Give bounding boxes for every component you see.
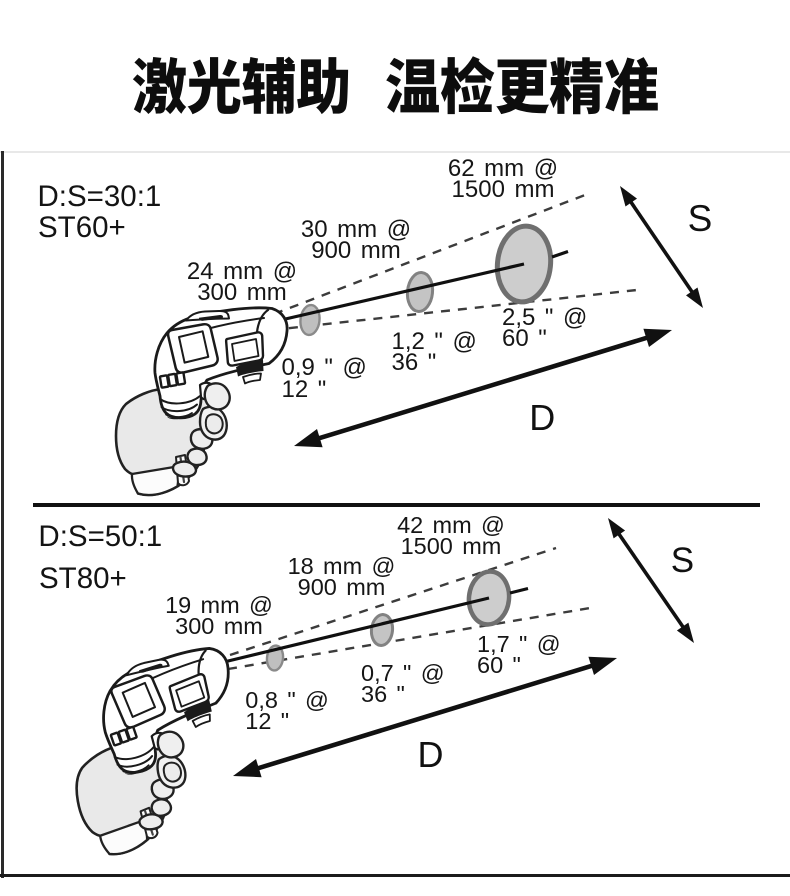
spot-size-label-imperial: 1,2 " @36 " bbox=[391, 327, 477, 377]
ratio-label-st60: D:S=30:1 bbox=[37, 179, 162, 213]
label-line1: 1,7 " @ bbox=[477, 631, 561, 658]
label-line1: 30 mm @ bbox=[300, 215, 412, 243]
panel-top-border bbox=[0, 151, 790, 153]
label-line1: 24 mm @ bbox=[186, 257, 298, 285]
distance-axis-label: D bbox=[417, 733, 444, 775]
label-line2: 12 " bbox=[281, 375, 327, 403]
label-line2: 300 mm bbox=[175, 613, 263, 640]
thermometer-gun bbox=[114, 306, 289, 497]
label-line2: 300 mm bbox=[197, 279, 287, 307]
ratio-label-st80: D:S=50:1 bbox=[38, 519, 163, 553]
spot-size-label-imperial: 0,7 " @36 " bbox=[361, 660, 445, 707]
distance-axis-label: D bbox=[529, 396, 556, 438]
panel-bottom-border bbox=[0, 874, 790, 877]
laser-cone-dashed bbox=[227, 546, 591, 671]
label-line2: 36 " bbox=[391, 349, 437, 377]
spot-size-label-metric: 18 mm @900 mm bbox=[287, 553, 396, 601]
spot-axis-arrow bbox=[620, 186, 703, 308]
label-line1: 0,7 " @ bbox=[361, 660, 445, 686]
spot-axis-arrow bbox=[608, 518, 694, 643]
label-line2: 1500 mm bbox=[400, 533, 502, 559]
distance-axis-arrow bbox=[233, 656, 617, 778]
label-line1: 42 mm @ bbox=[397, 512, 505, 538]
label-line1: 19 mm @ bbox=[165, 592, 273, 619]
label-line2: 36 " bbox=[361, 681, 405, 707]
thermometer-gun bbox=[54, 643, 258, 861]
beam-line bbox=[267, 249, 569, 325]
panel-left-border bbox=[1, 151, 4, 878]
spot-ellipse bbox=[299, 303, 321, 337]
label-line1: 0,9 " @ bbox=[281, 354, 367, 382]
label-line2: 900 mm bbox=[311, 237, 401, 265]
laser-cone-dashed bbox=[271, 193, 638, 332]
distance-axis-arrow bbox=[294, 328, 672, 448]
diagram-st60 bbox=[114, 186, 703, 497]
beam-line bbox=[223, 586, 529, 664]
spot-size-label-metric: 24 mm @300 mm bbox=[186, 257, 298, 307]
label-line1: 1,2 " @ bbox=[391, 327, 477, 355]
spot-size-label-imperial: 1,7 " @60 " bbox=[477, 631, 561, 679]
spot-size-label-metric: 42 mm @1500 mm bbox=[397, 512, 505, 559]
diagram-st80 bbox=[54, 518, 694, 861]
label-line1: 0,8 " @ bbox=[245, 687, 329, 714]
spot-size-label-metric: 30 mm @900 mm bbox=[300, 215, 412, 265]
panel-divider bbox=[33, 503, 760, 507]
spot-ellipse bbox=[369, 613, 395, 647]
spot-axis-label: S bbox=[687, 197, 713, 239]
spot-size-label-metric: 62 mm @1500 mm bbox=[447, 154, 559, 204]
title-banner: 激光辅助 温检更精准 bbox=[0, 0, 790, 150]
spot-size-label-imperial: 2,5 " @60 " bbox=[502, 303, 588, 353]
title-glyphs bbox=[132, 56, 658, 115]
spot-size-label-metric: 19 mm @300 mm bbox=[165, 592, 273, 640]
label-line2: 1500 mm bbox=[451, 176, 555, 204]
label-line2: 60 " bbox=[502, 325, 547, 353]
label-line2: 900 mm bbox=[297, 574, 386, 601]
model-label-st80: ST80+ bbox=[39, 561, 127, 595]
spot-axis-label: S bbox=[670, 540, 695, 580]
label-line1: 62 mm @ bbox=[447, 154, 559, 182]
label-line1: 18 mm @ bbox=[287, 553, 396, 580]
spot-size-label-imperial: 0,8 " @12 " bbox=[245, 687, 329, 735]
spot-ellipse bbox=[405, 271, 435, 313]
spot-size-label-imperial: 0,9 " @12 " bbox=[281, 354, 367, 403]
label-line1: 2,5 " @ bbox=[502, 303, 588, 331]
label-line2: 12 " bbox=[245, 708, 290, 735]
label-line2: 60 " bbox=[477, 652, 521, 679]
model-label-st60: ST60+ bbox=[38, 211, 126, 245]
